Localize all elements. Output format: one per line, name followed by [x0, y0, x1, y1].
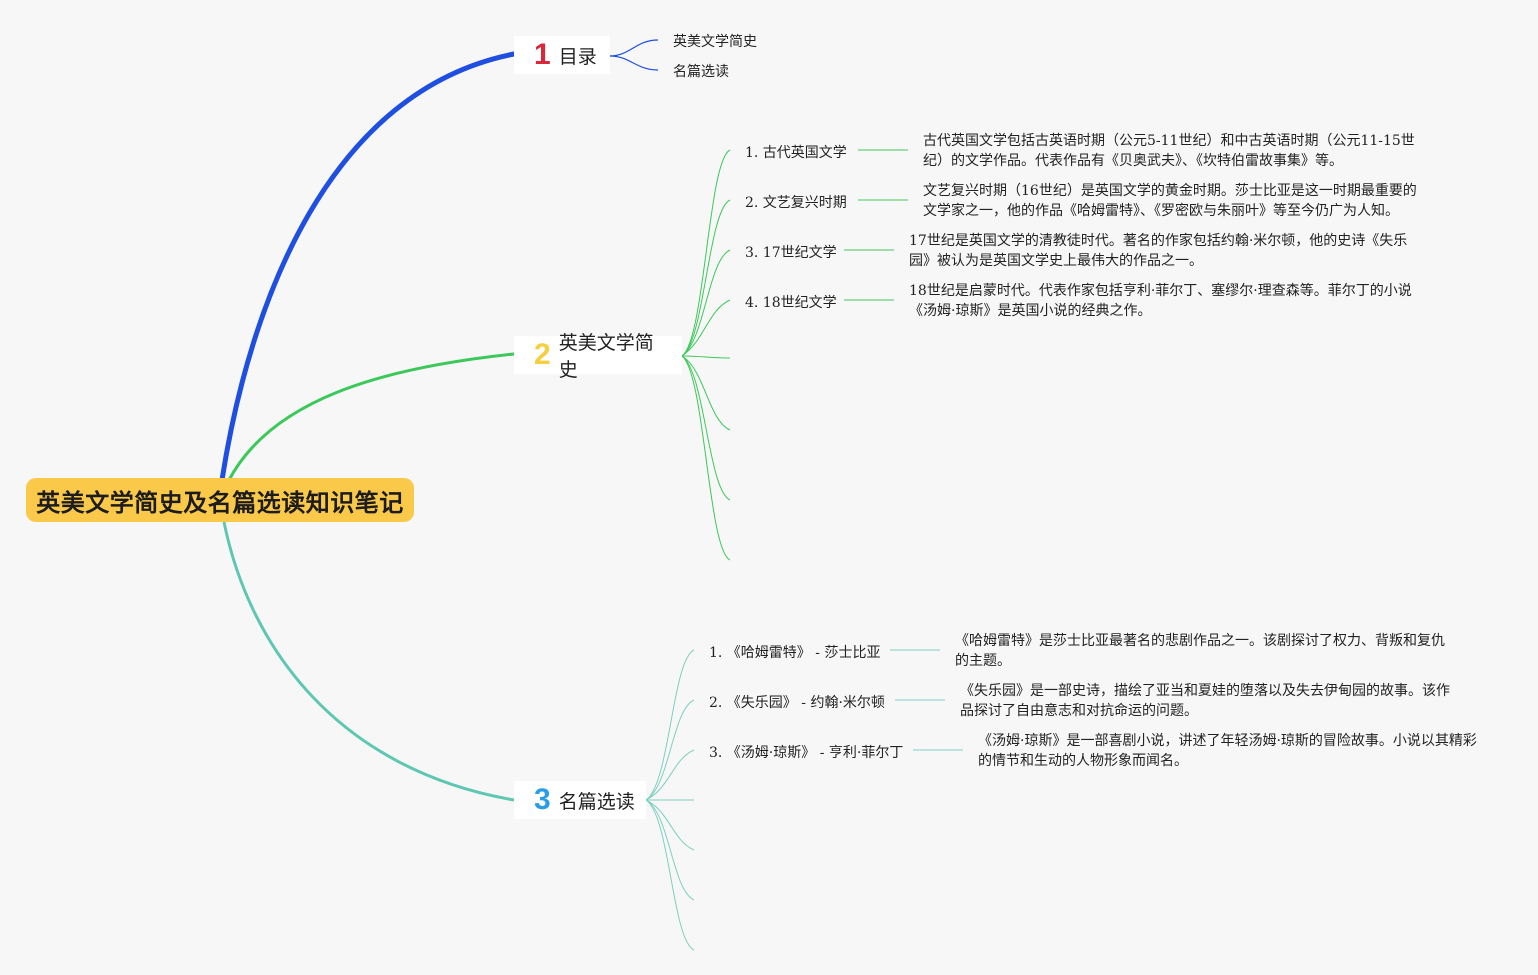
- branch-label: 名篇选读: [558, 790, 635, 813]
- description-ancient[interactable]: 古代英国文学包括古英语时期（公元5-11世纪）和中古英语时期（公元11-15世 …: [923, 133, 1415, 169]
- connector-b1-c2: [609, 55, 659, 71]
- connector-root-branch2: [226, 352, 515, 483]
- connector-b1-c1: [609, 39, 659, 57]
- description-hamlet[interactable]: 《哈姆雷特》是莎士比亚最著名的悲剧作品之一。该剧探讨了权力、背叛和复仇 的主题。: [955, 633, 1445, 669]
- connector-root-branch1: [219, 51, 517, 483]
- subtopic-tom-jones[interactable]: 3. 《汤姆·琼斯》 - 亨利·菲尔丁: [709, 745, 904, 761]
- branch-toc[interactable]: 1 目录: [514, 36, 610, 74]
- connector-b3-e3: [645, 799, 695, 901]
- branch-label: 目录: [558, 45, 597, 68]
- branch-label: 英美文学简史: [558, 332, 654, 381]
- description-18th-century[interactable]: 18世纪是启蒙时代。代表作家包括亨利·菲尔丁、塞缪尔·理查森等。菲尔丁的小说 《…: [909, 283, 1412, 319]
- connector-b3-c2: [645, 699, 695, 801]
- connector-b2-c4: [681, 299, 731, 357]
- description-17th-century[interactable]: 17世纪是英国文学的清教徒时代。著名的作家包括约翰·米尔顿，他的史诗《失乐 园》…: [909, 233, 1408, 269]
- subtopic-paradise-lost[interactable]: 2. 《失乐园》 - 约翰·米尔顿: [709, 695, 885, 711]
- connector-b3-e4: [645, 799, 695, 951]
- connector-b2-c2: [681, 199, 731, 357]
- branch-number: 3: [534, 783, 551, 816]
- connector-b2-c1: [681, 149, 731, 357]
- subtopic-toc-readings[interactable]: 名篇选读: [673, 64, 729, 80]
- root-title: 英美文学简史及名篇选读知识笔记: [36, 488, 404, 517]
- subtopic-ancient[interactable]: 1. 古代英国文学: [745, 145, 847, 161]
- branch-readings[interactable]: 3 名篇选读: [514, 781, 646, 819]
- connector-b2-e2: [681, 355, 731, 431]
- connector-b2-e4: [681, 355, 731, 561]
- branch-history[interactable]: 2 英美文学简史: [514, 332, 682, 381]
- branch2-fan: [681, 149, 908, 561]
- subtopic-17th-century[interactable]: 3. 17世纪文学: [745, 245, 837, 261]
- subtopic-toc-history[interactable]: 英美文学简史: [673, 34, 757, 50]
- subtopic-renaissance[interactable]: 2. 文艺复兴时期: [745, 195, 847, 211]
- subtopic-hamlet[interactable]: 1. 《哈姆雷特》 - 莎士比亚: [709, 645, 881, 661]
- description-renaissance[interactable]: 文艺复兴时期（16世纪）是英国文学的黄金时期。莎士比亚是这一时期最重要的 文学家…: [923, 183, 1417, 219]
- branch3-fan: [645, 649, 963, 951]
- connector-b2-e3: [681, 355, 731, 501]
- branch-number: 2: [534, 338, 551, 371]
- description-tom-jones[interactable]: 《汤姆·琼斯》是一部喜剧小说，讲述了年轻汤姆·琼斯的冒险故事。小说以其精彩 的情…: [978, 733, 1477, 769]
- connector-b2-e1: [681, 355, 731, 359]
- branch-number: 1: [534, 38, 551, 71]
- subtopic-18th-century[interactable]: 4. 18世纪文学: [745, 295, 837, 311]
- connector-root-branch3: [222, 521, 515, 802]
- connector-b3-c3: [645, 749, 695, 801]
- description-paradise-lost[interactable]: 《失乐园》是一部史诗，描绘了亚当和夏娃的堕落以及失去伊甸园的故事。该作 品探讨了…: [960, 683, 1450, 719]
- connector-b2-c3: [681, 249, 731, 357]
- connector-b3-e2: [645, 799, 695, 851]
- root-topic[interactable]: 英美文学简史及名篇选读知识笔记: [26, 478, 414, 522]
- connector-b3-c1: [645, 649, 695, 801]
